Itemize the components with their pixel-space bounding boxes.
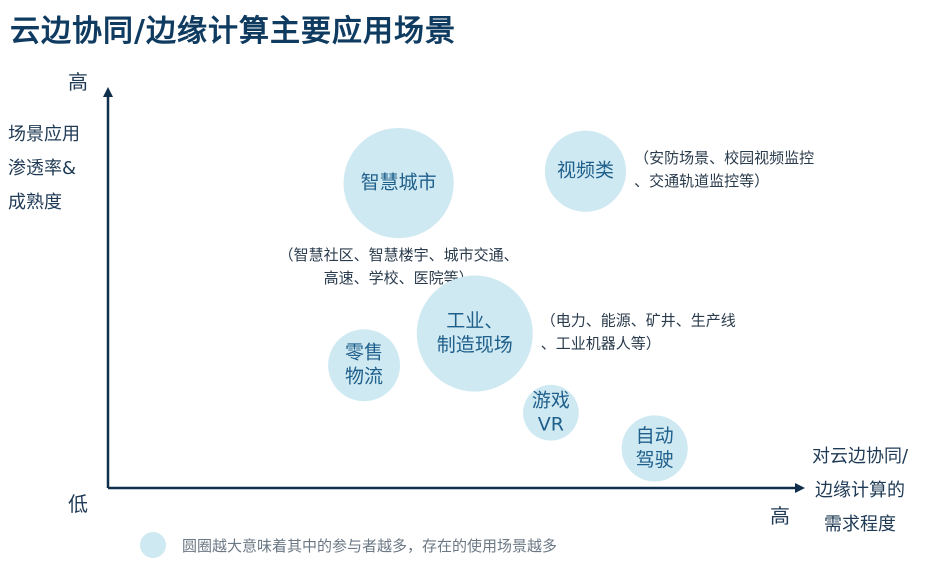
bubble-annotation: 、工业机器人等）: [541, 335, 661, 353]
chart-title: 云边协同/边缘计算主要应用场景: [10, 14, 456, 49]
bubble-layer: 智慧城市 （智慧社区、智慧楼宇、城市交通、高速、学校、医院等） 视频类 （安防场景、校…: [279, 127, 814, 482]
bubble: [416, 275, 533, 392]
bubble-label: VR: [538, 413, 564, 435]
bubble-label: 工业、: [446, 310, 503, 332]
legend-circle-icon: [140, 532, 166, 558]
y-axis-label-line: 渗透率&: [8, 158, 77, 179]
bubble-annotation: 、交通轨道监控等）: [634, 172, 769, 190]
bubble-label: 零售: [345, 342, 383, 364]
bubble-label: 视频类: [557, 160, 614, 182]
y-axis-label-line: 成熟度: [8, 192, 62, 213]
x-axis-high-tick: 高: [770, 504, 790, 528]
bubble-annotation: 高速、学校、医院等）: [324, 269, 474, 287]
x-axis-label-line: 边缘计算的: [815, 480, 906, 501]
legend-text: 圆圈越大意味着其中的参与者越多，存在的使用场景越多: [182, 536, 558, 555]
bubble-annotation: （电力、能源、矿井、生产线: [541, 312, 736, 330]
bubble: [343, 127, 454, 239]
bubble: [621, 415, 688, 482]
bubble: [544, 130, 627, 212]
legend: 圆圈越大意味着其中的参与者越多，存在的使用场景越多: [140, 532, 557, 558]
y-axis-label: 场景应用 渗透率& 成熟度: [8, 118, 80, 220]
bubble-label: 物流: [345, 366, 383, 388]
x-axis-label-line: 需求程度: [824, 514, 897, 535]
bubble: [328, 329, 400, 402]
bubble-label: 自动: [636, 425, 674, 447]
x-axis-label-line: 对云边协同/: [812, 446, 909, 467]
bubble-label: 智慧城市: [361, 172, 437, 194]
bubble-label: 游戏: [532, 389, 570, 411]
bubble-label: 制造现场: [437, 334, 513, 356]
origin-low-tick: 低: [68, 492, 88, 516]
y-axis-high-tick: 高: [68, 70, 88, 94]
bubble: [523, 384, 579, 441]
bubble-annotation: （智慧社区、智慧楼宇、城市交通、: [279, 246, 519, 264]
bubble-annotation: （安防场景、校园视频监控: [634, 149, 814, 167]
y-axis-label-line: 场景应用: [8, 124, 80, 145]
bubble-label: 驾驶: [636, 449, 674, 471]
x-axis-label: 对云边协同/ 边缘计算的 需求程度: [812, 440, 908, 542]
